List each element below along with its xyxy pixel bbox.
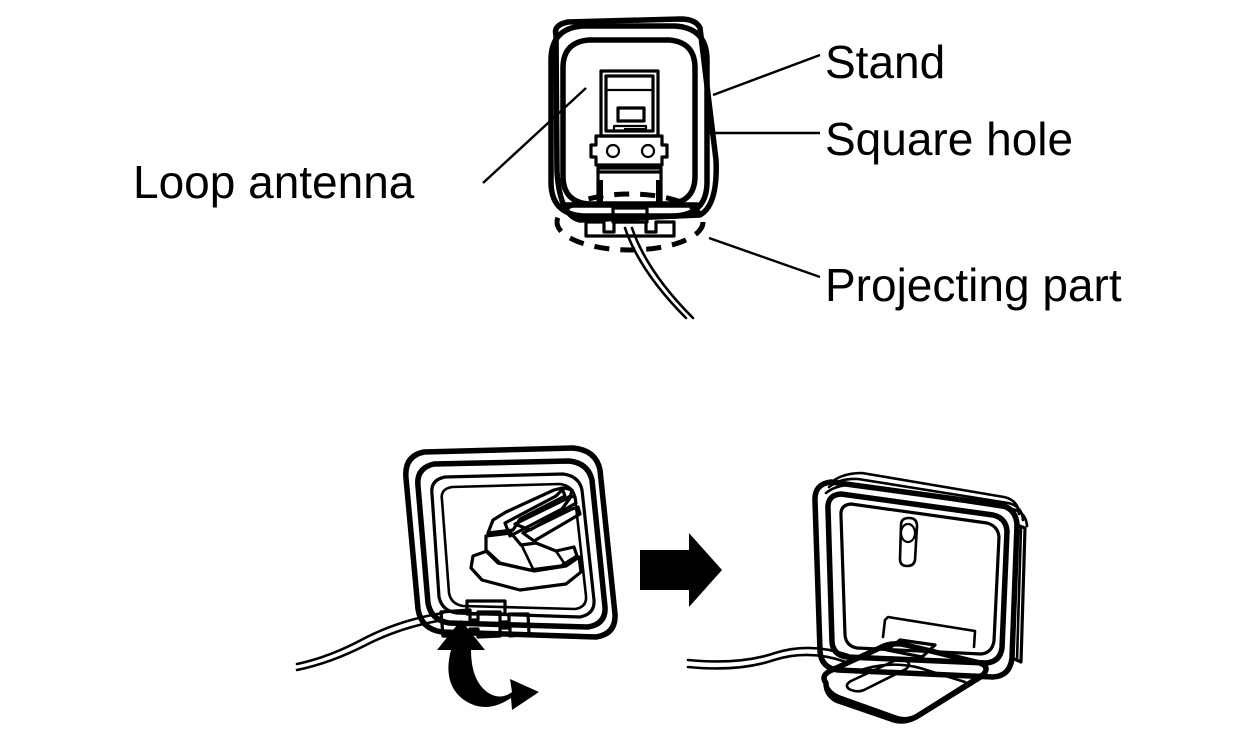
antenna-cable-edge-b [630, 226, 695, 320]
label-square-hole: Square hole [825, 113, 1073, 165]
screw-hole-left [605, 143, 621, 159]
leader-line-projecting-part [708, 236, 821, 279]
deployed-stand-hinge-line [856, 663, 967, 684]
deployed-inner-ledge-left [881, 618, 887, 639]
folded-cable-edge-a [295, 611, 445, 666]
folded-cable-edge-b [295, 618, 445, 672]
deployed-square-hole-slot [898, 516, 919, 568]
stand-lower-slot-shadow [624, 128, 646, 131]
projecting-part-highlight-ellipse [554, 191, 706, 253]
projecting-part-teeth [584, 220, 676, 238]
deployed-shell-inner [825, 491, 1010, 666]
process-arrow [640, 533, 722, 607]
folded-antenna-cavity [440, 482, 588, 611]
folded-stand-upper-rib [503, 486, 574, 538]
leader-line-stand [712, 53, 821, 97]
stand-shoulder [589, 134, 669, 167]
deployed-cable-edge-b [686, 653, 848, 670]
deployed-stand-base-slot [845, 658, 911, 693]
folded-antenna-shell-mid [415, 458, 608, 630]
leader-line-loop-antenna [482, 87, 587, 184]
figure-stand-deployed-step [686, 471, 1029, 724]
folded-projecting-part-tab [465, 599, 507, 616]
folded-stand-seam-c [509, 531, 523, 547]
antenna-shell-outer-ring [548, 23, 710, 219]
deployed-shell-right-depth-seam [1015, 525, 1023, 662]
folded-projecting-part-teeth [439, 608, 531, 639]
deployed-cavity [839, 502, 1001, 656]
screw-hole-right [640, 143, 656, 159]
deployed-inner-ledge [883, 615, 977, 649]
deployed-stand-base [821, 640, 989, 724]
antenna-cable-edge-a [623, 226, 688, 320]
label-stand: Stand [825, 36, 945, 88]
folded-stand-lower-body [469, 549, 583, 592]
square-hole [616, 106, 646, 123]
stand-lower-rail-right [656, 180, 660, 205]
rotation-arrow [437, 620, 539, 710]
stand-lower-rail-left [599, 180, 603, 205]
folded-stand-top-panel-b [521, 505, 582, 543]
figure-rear-view-loop-antenna: Loop antenna Stand Square hole Projectin… [133, 16, 1122, 320]
folded-stand-seam-a [520, 544, 536, 573]
stand-inner-panel [604, 74, 655, 133]
folded-antenna-shell-outer [403, 445, 618, 640]
deployed-cable-edge-a [686, 646, 850, 663]
folded-stand-seam-b [554, 549, 568, 568]
antenna-shell-inner-ring [560, 37, 698, 207]
deployed-shell-right-depth [1010, 523, 1027, 664]
figure-stand-folded-step [295, 445, 618, 710]
label-loop-antenna: Loop antenna [133, 156, 415, 208]
process-arrow-group [640, 533, 722, 607]
label-projecting-part: Projecting part [825, 259, 1122, 311]
deployed-stand-base-edge [824, 672, 984, 721]
deployed-square-hole-eye [899, 522, 917, 544]
